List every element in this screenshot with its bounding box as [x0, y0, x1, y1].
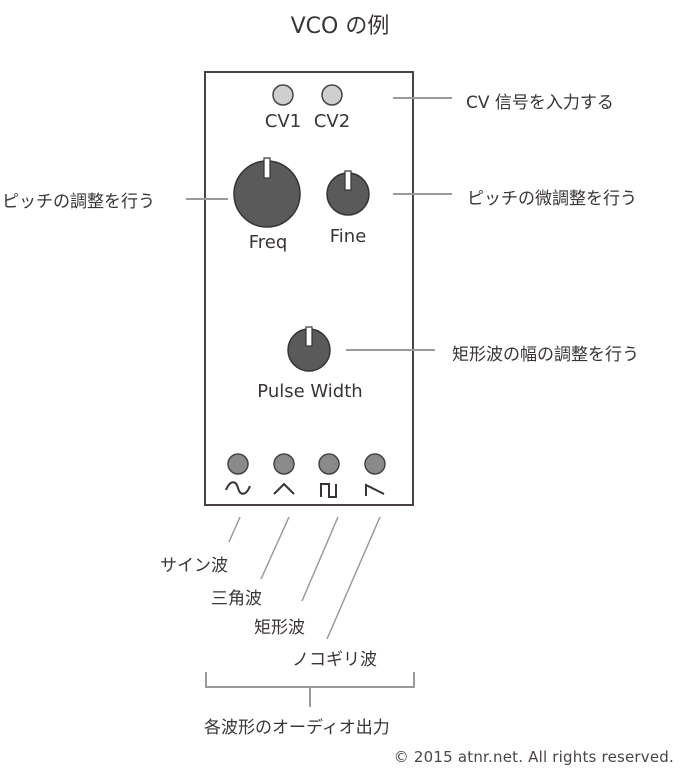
pulse-width-label: Pulse Width	[257, 381, 363, 402]
copyright-text: © 2015 atnr.net. All rights reserved.	[393, 748, 674, 766]
leader-line-sine	[228, 516, 241, 543]
leader-line-square	[301, 516, 339, 602]
diagram-title: VCO の例	[290, 14, 390, 39]
output-jack-sawtooth[interactable]	[364, 453, 386, 475]
waveform-label-sawtooth: ノコギリ波	[292, 650, 377, 670]
annotation-cv-input: CV 信号を入力する	[466, 93, 614, 113]
sine-wave-icon	[225, 481, 251, 495]
annotation-audio-outputs: 各波形のオーディオ出力	[204, 718, 390, 738]
vco-panel	[204, 71, 414, 506]
waveform-label-triangle: 三角波	[211, 589, 262, 609]
square-wave-icon	[320, 483, 337, 498]
waveform-label-sine: サイン波	[160, 556, 228, 576]
freq-label: Freq	[248, 232, 288, 253]
fine-knob-indicator	[344, 170, 352, 191]
pulse-width-knob-indicator	[305, 326, 313, 347]
annotation-pulse-width-adjust: 矩形波の幅の調整を行う	[452, 345, 639, 365]
freq-knob[interactable]	[233, 157, 301, 228]
fine-label: Fine	[329, 226, 367, 247]
leader-line-triangle	[260, 516, 290, 580]
cv1-label: CV1	[264, 111, 302, 132]
annotation-pitch-fine-adjust: ピッチの微調整を行う	[467, 189, 637, 209]
cv1-jack[interactable]	[272, 84, 294, 106]
output-bracket	[205, 672, 415, 688]
cv2-label: CV2	[313, 111, 351, 132]
output-jack-triangle[interactable]	[273, 453, 295, 475]
output-jack-sine[interactable]	[227, 453, 249, 475]
sawtooth-wave-icon	[365, 483, 385, 496]
leader-line-sawtooth	[326, 516, 381, 640]
cv2-jack[interactable]	[321, 84, 343, 106]
waveform-label-square: 矩形波	[254, 618, 305, 638]
fine-knob[interactable]	[326, 170, 370, 216]
triangle-wave-icon	[273, 482, 295, 495]
annotation-pitch-adjust: ピッチの調整を行う	[2, 192, 155, 212]
pulse-width-knob[interactable]	[287, 326, 331, 372]
freq-knob-indicator	[263, 157, 271, 179]
output-jack-square[interactable]	[318, 453, 340, 475]
